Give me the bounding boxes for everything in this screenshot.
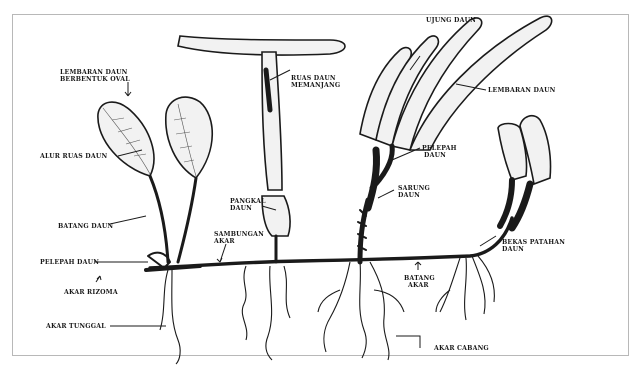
label-pangkal-daun-line1: PANGKAL (230, 198, 266, 205)
label-batang-akar-line2: AKAR (407, 282, 429, 289)
label-lembaran-daun-oval-line1: LEMBARAN DAUN (60, 69, 128, 76)
label-sambungan-akar-line2: AKAR (213, 238, 235, 245)
oval-leaf-right (166, 97, 212, 178)
label-akar-rizoma: AKAR RIZOMA (63, 289, 118, 296)
leaf-scar (512, 184, 530, 228)
label-pelepah-daun-left: PELEPAH DAUN (40, 259, 99, 266)
leaf-base (262, 196, 290, 236)
label-pangkal-daun-line2: DAUN (230, 205, 252, 212)
label-ruas-daun-line2: MEMANJANG (291, 82, 340, 89)
oval-leaf-left (98, 102, 154, 176)
label-batang-daun: BATANG DAUN (58, 223, 113, 230)
label-sambungan-akar-line1: SAMBUNGAN (214, 231, 264, 238)
label-pelepah-daun-top-line2: DAUN (424, 152, 446, 159)
oval-leaf-petiole-left (150, 176, 168, 262)
label-alur-ruas-daun: ALUR RUAS DAUN (39, 153, 107, 160)
rhizome (150, 218, 512, 268)
label-sarung-daun-line2: DAUN (398, 192, 420, 199)
label-bekas-patahan-line2: DAUN (502, 246, 524, 253)
label-batang-akar-line1: BATANG (404, 275, 435, 282)
label-bekas-patahan-line1: BEKAS PATAHAN (502, 239, 565, 246)
sheath-to-rhizome (360, 200, 368, 262)
label-sarung-daun-line1: SARUNG (398, 185, 430, 192)
label-akar-tunggal: AKAR TUNGGAL (45, 323, 106, 330)
label-ruas-daun-line1: RUAS DAUN (291, 75, 336, 82)
label-pointers (94, 56, 496, 348)
label-lembaran-daun: LEMBARAN DAUN (488, 87, 556, 94)
label-ujung-daun: UJUNG DAUN (426, 17, 476, 24)
label-pelepah-daun-top-line1: PELEPAH (422, 145, 457, 152)
label-lembaran-daun-oval-line2: BERBENTUK OVAL (60, 76, 130, 83)
oval-leaf-petiole-right (178, 178, 196, 262)
label-akar-cabang: AKAR CABANG (433, 345, 489, 352)
